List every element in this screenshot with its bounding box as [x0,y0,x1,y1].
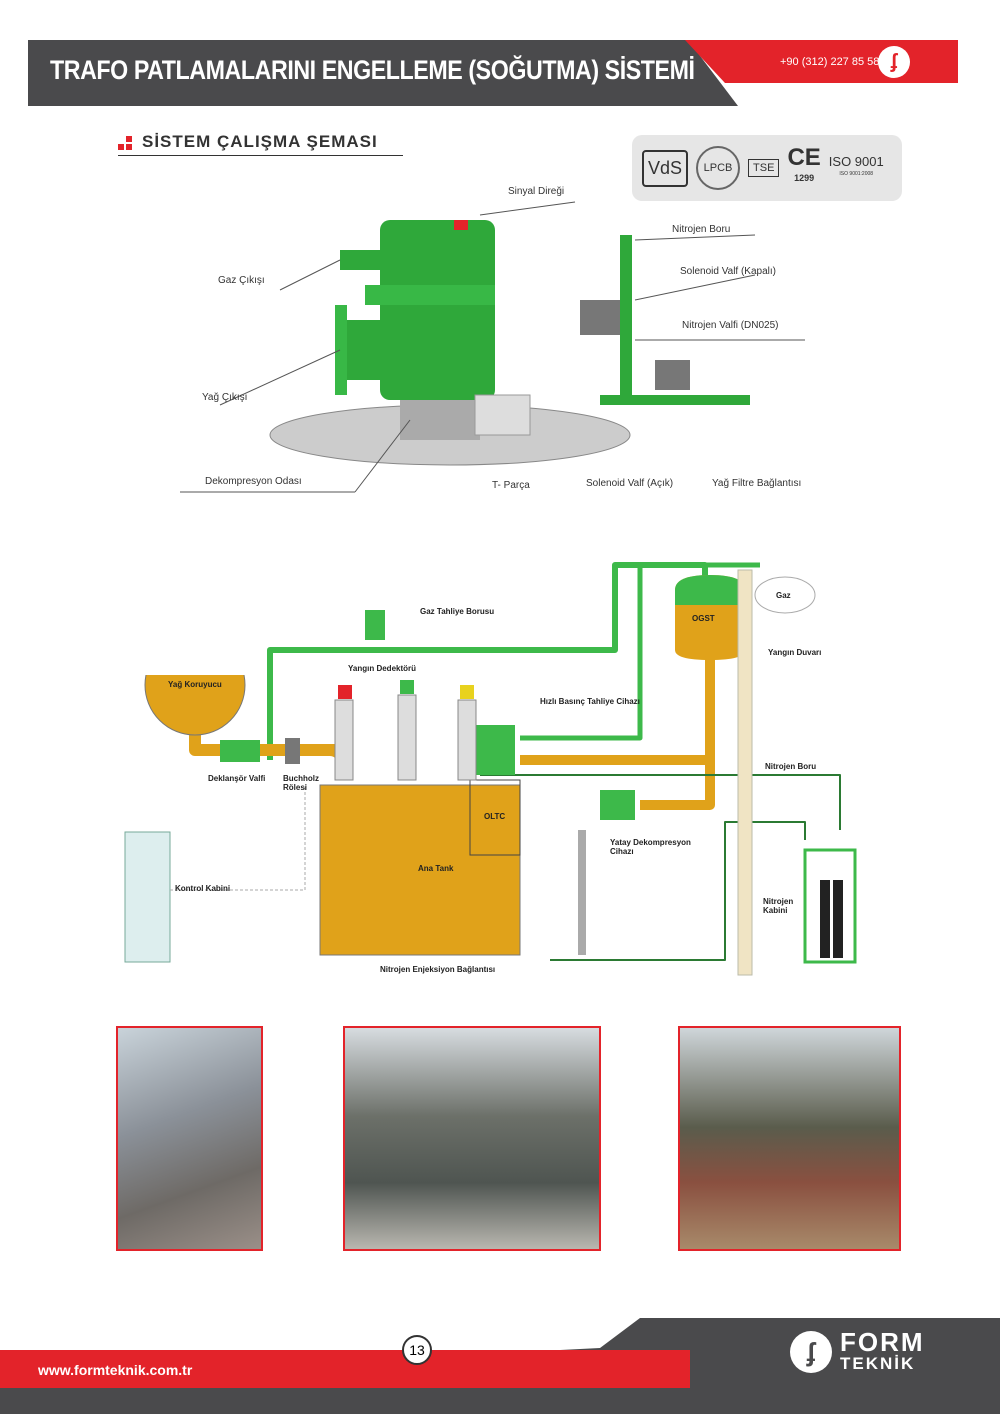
lpcb-text: LPCB [703,162,733,174]
label-oltc: OLTC [484,812,506,821]
label-nitrogen-valve: Nitrojen Valfi (DN025) [682,320,779,331]
label-nitrogen-cabinet: Nitrojen Kabini [763,897,794,915]
label-conservator: Yağ Koruyucu [168,680,222,689]
label-oil-out: Yağ Çıkışı [202,392,248,403]
footer-accent [0,1350,690,1388]
label-nitrogen-injection: Nitrojen Enjeksiyon Bağlantısı [380,965,496,974]
label-prv: Hızlı Basınç Tahliye Cihazı [540,697,640,706]
phone-number: +90 (312) 227 85 58 [780,56,880,68]
header-accent [685,40,958,83]
iso-sub: ISO 9001:2008 [839,171,874,177]
label-oil-filter: Yağ Filtre Bağlantısı [712,478,802,489]
brand-logo-icon: ʄ [878,46,910,78]
label-firewall: Yangın Duvarı [768,648,822,657]
label-h-decomp: Yatay Dekompresyon Cihazı [610,838,691,856]
label-buchholz: Buchholz Rölesi [283,774,319,792]
ce-mark: CE [787,144,821,171]
iso-text: ISO 9001 [828,154,884,169]
label-nitrogen-pipe-2: Nitrojen Boru [765,762,817,771]
bullet-icon [118,136,132,150]
page-number: 13 [402,1335,432,1365]
photo-transformer-2 [343,1026,601,1251]
label-solenoid-closed: Solenoid Valf (Kapalı) [680,266,776,277]
brand-bottom: TEKNİK [840,1354,916,1373]
header-bar [28,40,738,106]
label-control-cabinet: Kontrol Kabini [175,884,231,893]
brand-top: FORM [840,1327,925,1357]
label-nitrogen-pipe: Nitrojen Boru [672,224,731,235]
label-ogst: OGST [692,614,715,623]
label-signal: Sinyal Direği [508,186,565,197]
label-main-tank: Ana Tank [418,864,454,873]
decompression-device-diagram [180,201,805,493]
system-schematic-diagram [124,562,857,976]
lpcb-logo: LPCB [696,146,741,190]
ce-logo: CE 1299 [787,146,820,188]
label-gas-pipe: Gaz Tahliye Borusu [420,607,495,616]
label-gas: Gaz [776,591,791,600]
label-fire-detector: Yangın Dedektörü [348,664,417,673]
page-title: TRAFO PATLAMALARINI ENGELLEME (SOĞUTMA) … [50,55,695,85]
label-gas-out: Gaz Çıkışı [218,275,265,286]
label-decomp: Dekompresyon Odası [205,476,302,487]
ce-number: 1299 [794,173,815,183]
brand-mark-icon: ʄ [790,1331,832,1373]
section-title: SİSTEM ÇALIŞMA ŞEMASI [142,132,378,151]
label-tpart: T- Parça [492,480,530,491]
tse-logo: TSE [748,159,780,177]
label-shutter-valve: Deklanşör Valfi [208,774,266,783]
website-link[interactable]: www.formteknik.com.tr [38,1362,193,1378]
photo-transformer-3 [678,1026,901,1251]
photo-transformer-1 [116,1026,263,1251]
vds-logo: VdS [642,149,689,187]
label-solenoid-open: Solenoid Valf (Açık) [586,478,674,489]
section-underline [118,155,403,156]
